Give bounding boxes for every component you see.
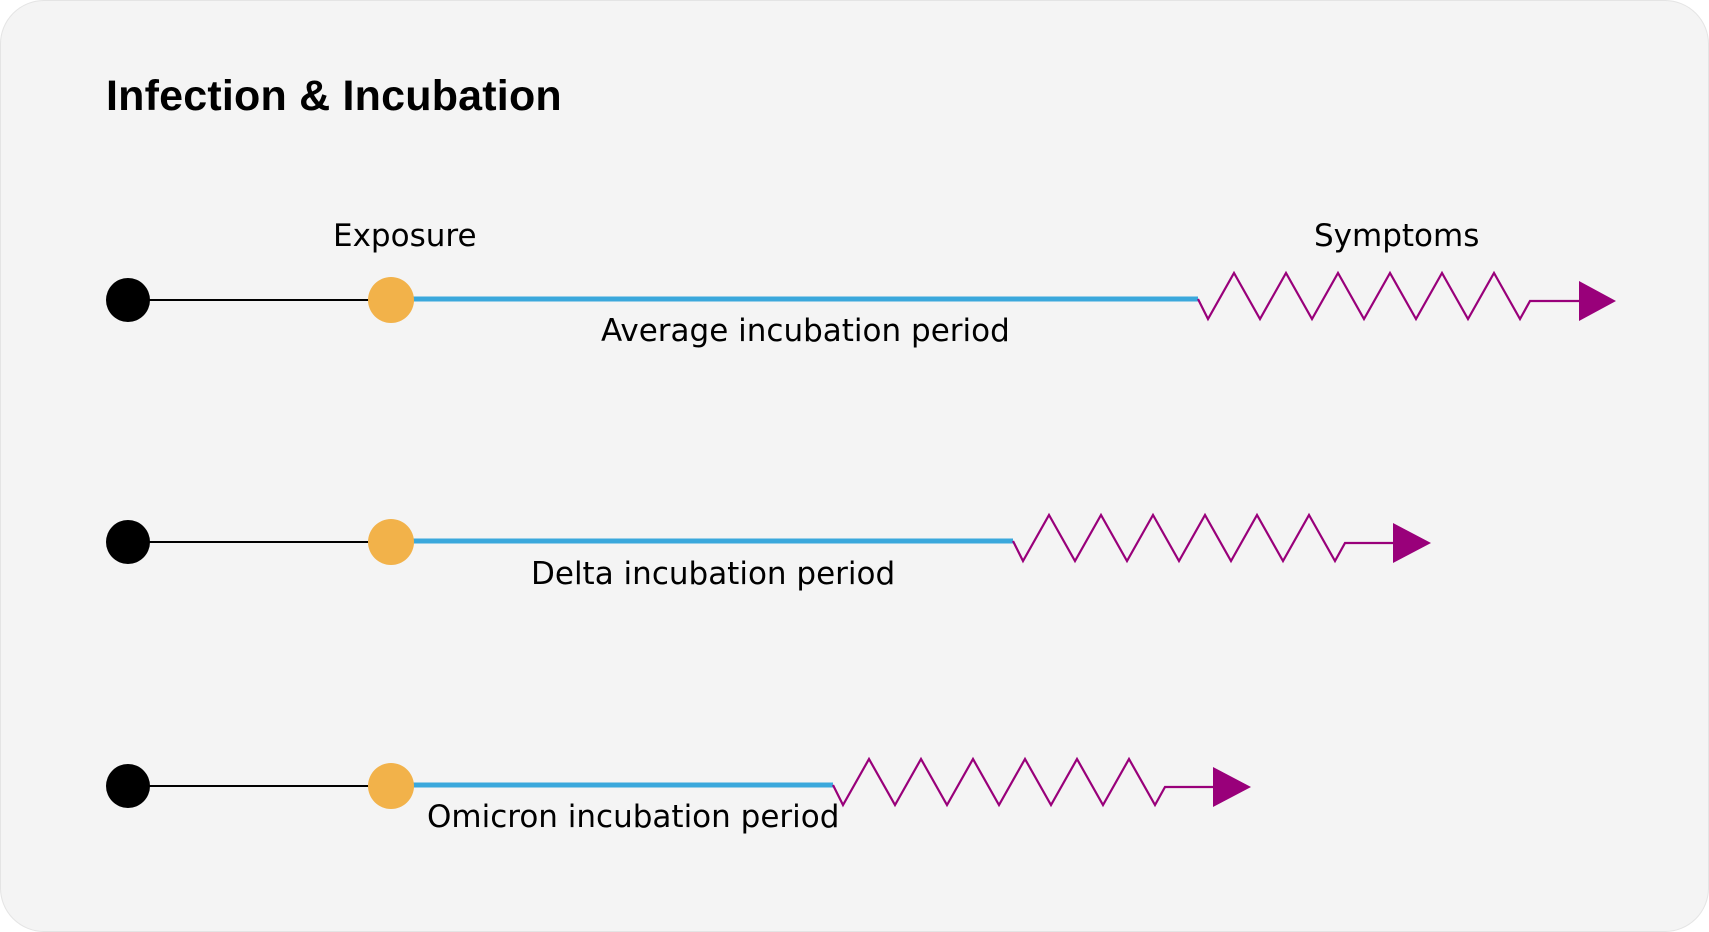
symptoms-zigzag	[832, 756, 1215, 808]
infection-start-dot	[106, 520, 150, 564]
incubation-period-label: Omicron incubation period	[427, 799, 839, 835]
arrow-head-icon	[1579, 281, 1616, 321]
infection-start-dot	[106, 764, 150, 808]
arrow-head-icon	[1213, 767, 1251, 807]
timeline-row-omicron: Omicron incubation period	[106, 756, 1251, 835]
timeline-row-average: Average incubation period	[106, 270, 1616, 349]
infection-start-dot	[106, 278, 150, 322]
exposure-label: Exposure	[333, 218, 477, 254]
incubation-period-label: Average incubation period	[601, 313, 1010, 349]
arrow-head-icon	[1393, 523, 1431, 563]
diagram-title: Infection & Incubation	[106, 72, 562, 120]
symptoms-zigzag	[1197, 270, 1581, 322]
incubation-period-label: Delta incubation period	[531, 556, 895, 592]
exposure-dot	[368, 519, 414, 565]
symptoms-zigzag	[1012, 512, 1395, 564]
exposure-dot	[368, 277, 414, 323]
exposure-dot	[368, 763, 414, 809]
symptoms-label: Symptoms	[1314, 218, 1479, 254]
timeline-row-delta: Delta incubation period	[106, 512, 1431, 592]
